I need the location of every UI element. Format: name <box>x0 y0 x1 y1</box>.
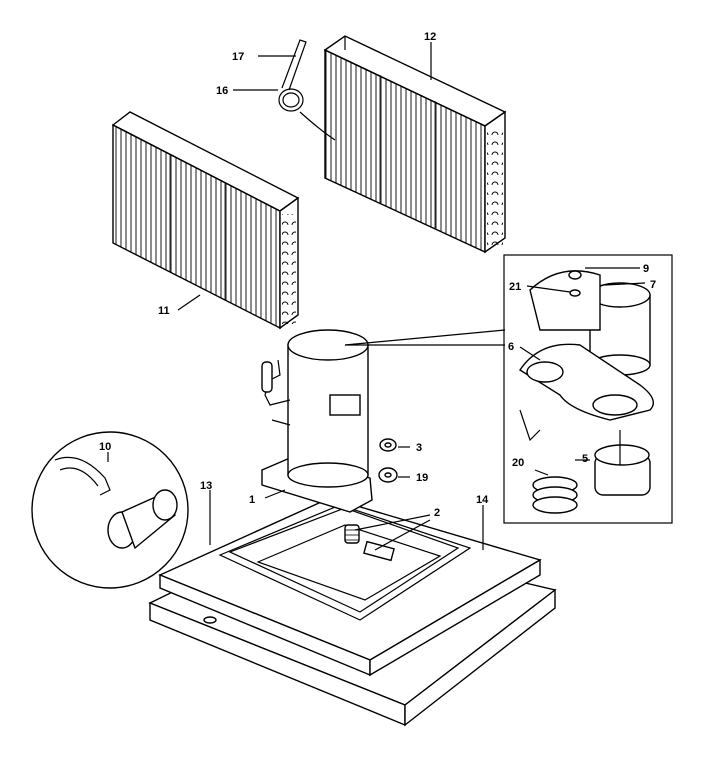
callout-7: 7 <box>650 279 656 291</box>
callout-labels: 17 16 12 11 9 21 7 6 5 20 3 19 10 13 1 2… <box>99 31 656 519</box>
callout-10: 10 <box>99 441 111 453</box>
callout-11: 11 <box>158 305 170 317</box>
callout-14: 14 <box>476 494 489 506</box>
inset-detail-circle <box>31 431 189 589</box>
callout-5: 5 <box>582 453 588 465</box>
callout-13: 13 <box>200 480 212 492</box>
capillary-sensor <box>278 39 336 141</box>
callout-6: 6 <box>508 341 514 353</box>
condenser-coil <box>323 35 507 254</box>
callout-2: 2 <box>434 507 440 519</box>
inset-detail-box <box>503 254 673 524</box>
evaporator-coil <box>111 111 300 330</box>
callout-20: 20 <box>512 457 524 469</box>
callout-17: 17 <box>232 51 244 63</box>
leader-lines <box>107 42 646 551</box>
callout-21: 21 <box>509 281 521 293</box>
callout-16: 16 <box>216 85 228 97</box>
callout-9: 9 <box>643 263 649 275</box>
compressor <box>261 329 373 513</box>
callout-3: 3 <box>416 442 422 454</box>
callout-12: 12 <box>424 31 436 43</box>
callout-19: 19 <box>416 472 428 484</box>
base-pan-assembly <box>148 497 557 727</box>
callout-1: 1 <box>249 494 255 506</box>
